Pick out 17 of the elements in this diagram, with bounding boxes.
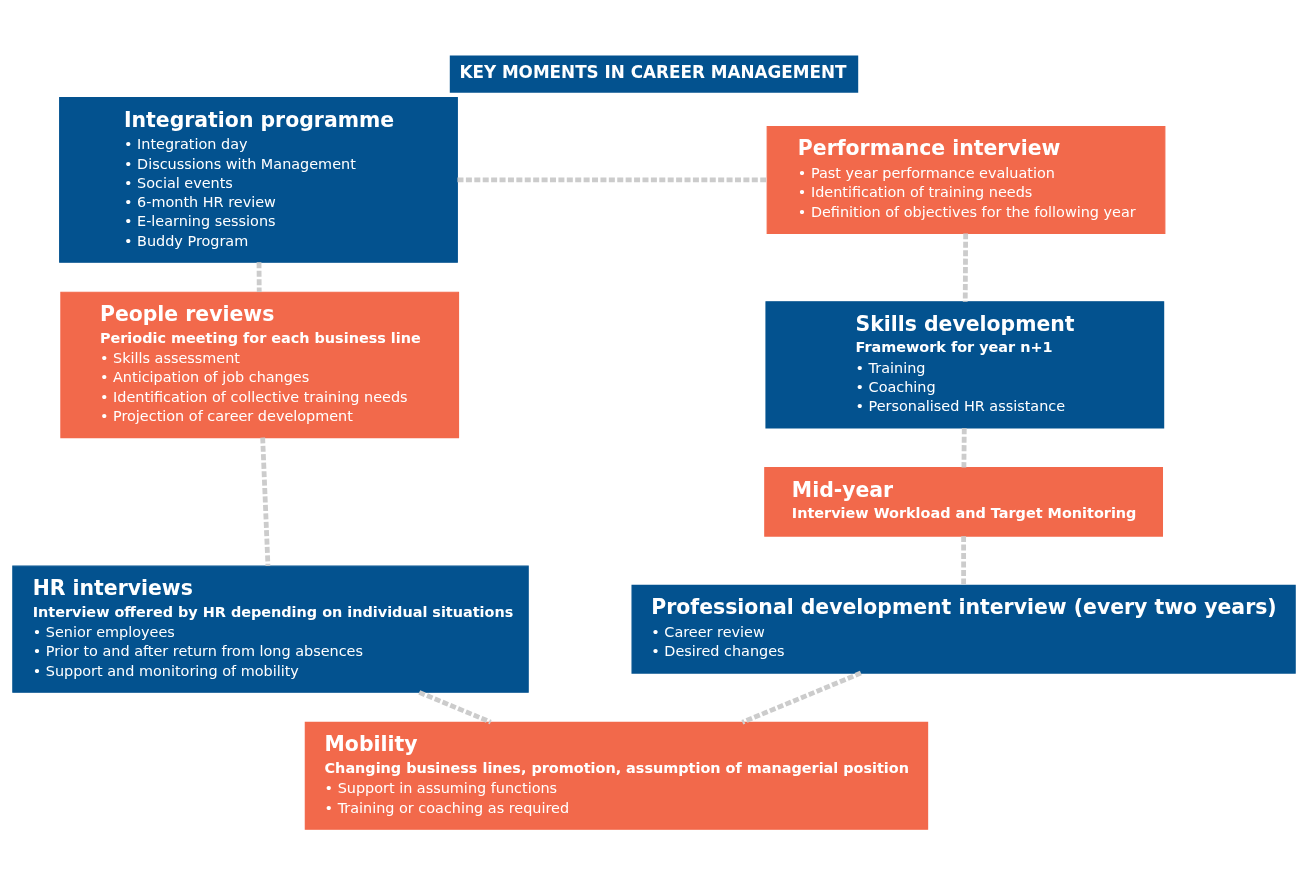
node-box: Professional development interview (every two years) • Career review • Desired changes bbox=[631, 584, 1296, 674]
connector bbox=[961, 428, 967, 468]
connector bbox=[962, 233, 969, 302]
connector bbox=[741, 670, 862, 725]
connector bbox=[418, 690, 492, 725]
connector bbox=[256, 262, 262, 293]
node-box: Mobility Changing business lines, promotion, assumption of managerial position • Support in assuming functions • Training or coaching as required bbox=[304, 721, 929, 830]
connector bbox=[457, 177, 767, 183]
connector bbox=[260, 437, 271, 566]
node-box: HR interviews Interview offered by HR depending on individual situations • Senior employees • Prior to and after return from long absences • Support and monitoring of mobility bbox=[12, 565, 529, 693]
node-box: Skills development Framework for year n+1 • Training • Coaching • Personalised HR assistance bbox=[765, 301, 1165, 429]
connector bbox=[961, 536, 966, 586]
node-box: Performance interview • Past year performance evaluation • Identification of training needs • Definition of objectives for the following year bbox=[766, 125, 1166, 234]
node-box: Integration programme • Integration day • Discussions with Management • Social events • 6-month HR review • E-learning sessions • Buddy Program bbox=[59, 97, 458, 263]
diagram-title: KEY MOMENTS IN CAREER MANAGEMENT bbox=[459, 62, 847, 83]
node-box: People reviews Periodic meeting for each business line • Skills assessment • Anticipation of job changes • Identification of collective training needs • Projection of career development bbox=[60, 291, 460, 439]
node-box: Mid-year Interview Workload and Target Monitoring bbox=[764, 467, 1163, 537]
